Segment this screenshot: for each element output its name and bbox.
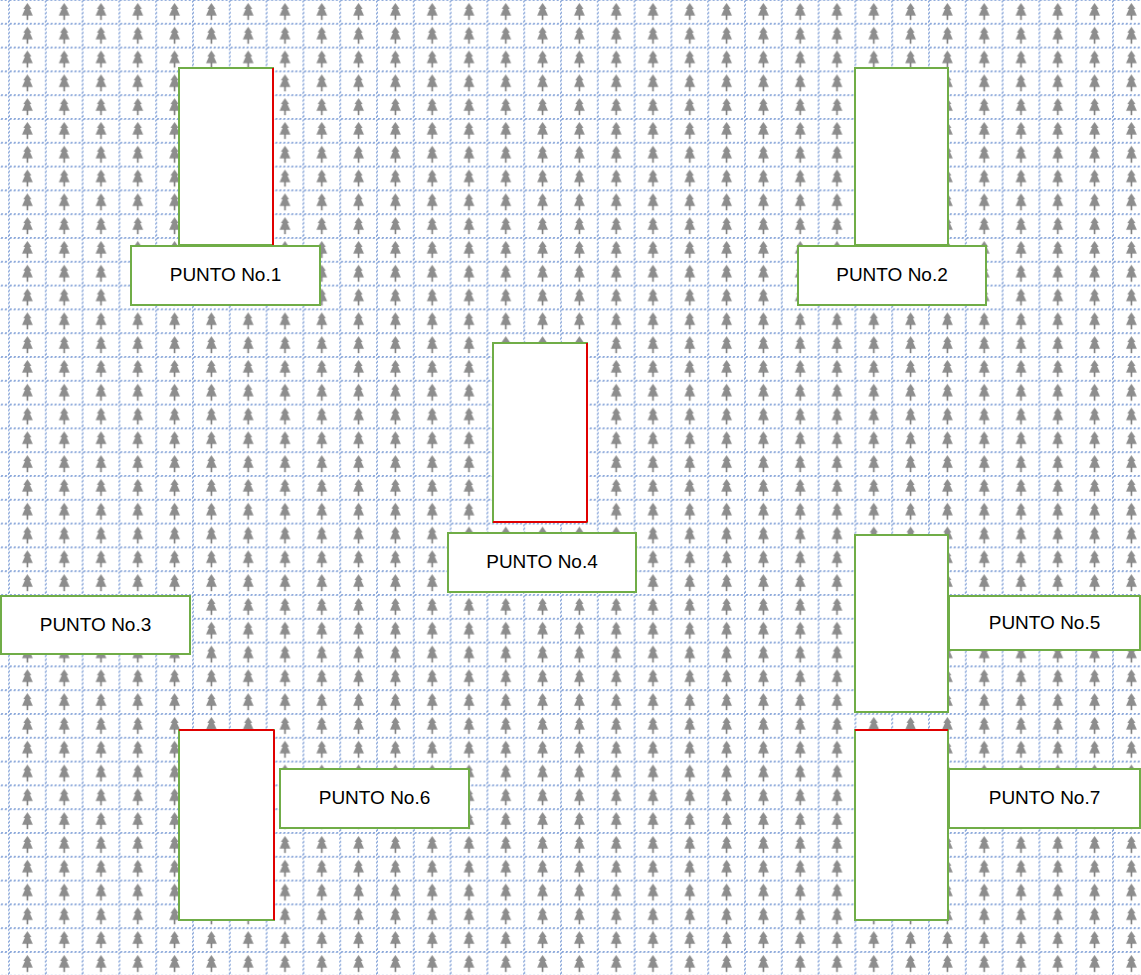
plot-name: PUNTO No.6: [319, 787, 431, 810]
plot-label: PUNTO No.7: [948, 768, 1141, 829]
plot-label: PUNTO No.4: [447, 532, 637, 593]
sample-plots: [179, 68, 948, 920]
plot-edges: [179, 68, 948, 920]
sample-plot: [179, 68, 273, 245]
sample-plot: [493, 343, 587, 522]
sample-plot: [855, 730, 948, 920]
sample-plot: [855, 68, 948, 245]
plot-label: PUNTO No.6: [279, 768, 470, 829]
red-edge: [179, 729, 274, 731]
plot-name: PUNTO No.3: [40, 614, 152, 637]
red-edge: [586, 343, 588, 522]
red-edge: [855, 729, 948, 731]
plot-name: PUNTO No.2: [836, 264, 948, 287]
plot-label: PUNTO No.5: [948, 595, 1141, 651]
sample-plot: [855, 535, 948, 712]
plot-name: PUNTO No.7: [989, 787, 1101, 810]
sample-plot: [179, 730, 274, 920]
red-edge: [493, 521, 587, 523]
plot-label: PUNTO No.1: [130, 245, 321, 306]
plot-label: PUNTO No.3: [0, 595, 191, 655]
plot-label: PUNTO No.2: [797, 245, 987, 306]
plot-name: PUNTO No.1: [170, 264, 282, 287]
red-edge: [273, 730, 275, 920]
plot-name: PUNTO No.5: [989, 612, 1101, 635]
plot-name: PUNTO No.4: [486, 551, 598, 574]
red-edge: [272, 68, 274, 245]
